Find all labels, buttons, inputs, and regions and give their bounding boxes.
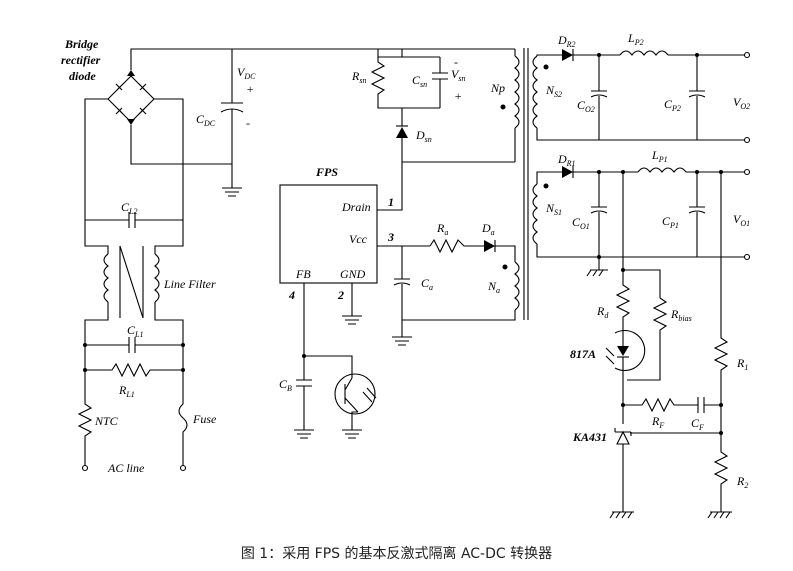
cb-label: CB xyxy=(279,377,292,393)
vsn-label: Vsn xyxy=(451,67,465,83)
rf-label: RF xyxy=(651,414,664,430)
vsn-plus: + xyxy=(454,89,462,103)
ntc-label: NTC xyxy=(94,414,119,428)
co2-label: CO2 xyxy=(577,98,595,114)
vo2-label: VO2 xyxy=(733,95,750,111)
bridge-rectifier: Bridge rectifier diode xyxy=(61,37,155,125)
lp2-label: LP2 xyxy=(627,31,644,47)
gnd-pin-label: GND xyxy=(340,267,366,281)
rl1-label: RL1 xyxy=(118,383,135,399)
line-filter-label: Line Filter xyxy=(163,277,216,291)
dr2-label: DR2 xyxy=(557,33,576,49)
ra-label: Ra xyxy=(436,221,448,237)
bridge-label-1: Bridge xyxy=(64,37,99,51)
line-filter: CL2 Line Filter CL1 RL1 NTC Fuse AC line xyxy=(77,200,217,475)
vo1-label: VO1 xyxy=(733,212,750,228)
cf-label: CF xyxy=(691,416,704,432)
rbias-label: Rbias xyxy=(670,307,692,323)
ns1-label: NS1 xyxy=(545,201,562,217)
bridge-label-2: rectifier xyxy=(61,53,101,67)
aux-winding-circuit: Ra Da Ca Na xyxy=(377,221,520,346)
fuse-label: Fuse xyxy=(192,412,217,426)
cp2-label: CP2 xyxy=(664,97,681,113)
rd-label: Rd xyxy=(596,304,609,320)
bridge-label-3: diode xyxy=(69,69,96,83)
secondary-output-2: DR2 LP2 NS2 CO2 CP2 VO2 xyxy=(532,31,750,144)
feedback-secondary: Rd Rbias 817A R1 RF CF KA431 R2 xyxy=(570,172,748,519)
vdc-minus: - xyxy=(246,116,250,130)
csn-label: Csn xyxy=(412,73,427,89)
pin1-number: 1 xyxy=(388,195,394,209)
opto-led-label: 817A xyxy=(570,347,596,361)
primary-winding: Np xyxy=(490,49,520,162)
co1-label: CO1 xyxy=(572,215,590,231)
drain-pin-label: Drain xyxy=(341,200,371,214)
cl2-label: CL2 xyxy=(121,200,137,216)
pin2-number: 2 xyxy=(337,288,344,302)
rsn-label: Rsn xyxy=(351,69,366,85)
ka431-label: KA431 xyxy=(572,430,607,444)
cp1-label: CP1 xyxy=(662,214,679,230)
dr1-label: DR1 xyxy=(557,152,576,168)
pin3-number: 3 xyxy=(387,230,394,244)
vdc-label: VDC xyxy=(237,65,256,81)
feedback-primary: CB xyxy=(279,283,377,439)
r2-label: R2 xyxy=(736,474,748,490)
ns2-label: NS2 xyxy=(545,83,562,99)
lp1-label: LP1 xyxy=(651,148,668,164)
ca-label: Ca xyxy=(421,276,433,292)
np-label: Np xyxy=(490,81,505,95)
snubber-network: Rsn Csn Vsn - + Dsn xyxy=(351,49,515,163)
fb-pin-label: FB xyxy=(295,267,311,281)
cl1-label: CL1 xyxy=(127,323,143,339)
ac-line-label: AC line xyxy=(107,461,145,475)
da-label: Da xyxy=(481,221,495,237)
vsn-minus: - xyxy=(454,55,458,69)
pin4-number: 4 xyxy=(288,288,295,302)
figure-caption: 图 1：采用 FPS 的基本反激式隔离 AC-DC 转换器 xyxy=(240,546,553,562)
vcc-pin-label: Vcc xyxy=(349,232,368,246)
r1-label: R1 xyxy=(736,356,748,372)
fps-title: FPS xyxy=(315,165,338,179)
fps-ic: FPS Drain Vcc FB GND 1 3 4 2 xyxy=(279,165,394,302)
na-label: Na xyxy=(487,279,500,295)
cdc-label: CDC xyxy=(196,112,216,128)
bulk-capacitor-cdc: VDC + - CDC xyxy=(196,49,256,197)
vdc-plus: + xyxy=(246,82,254,96)
dsn-label: Dsn xyxy=(415,128,432,144)
secondary-output-1: DR1 LP1 NS1 CO1 CP1 VO1 xyxy=(532,148,750,277)
